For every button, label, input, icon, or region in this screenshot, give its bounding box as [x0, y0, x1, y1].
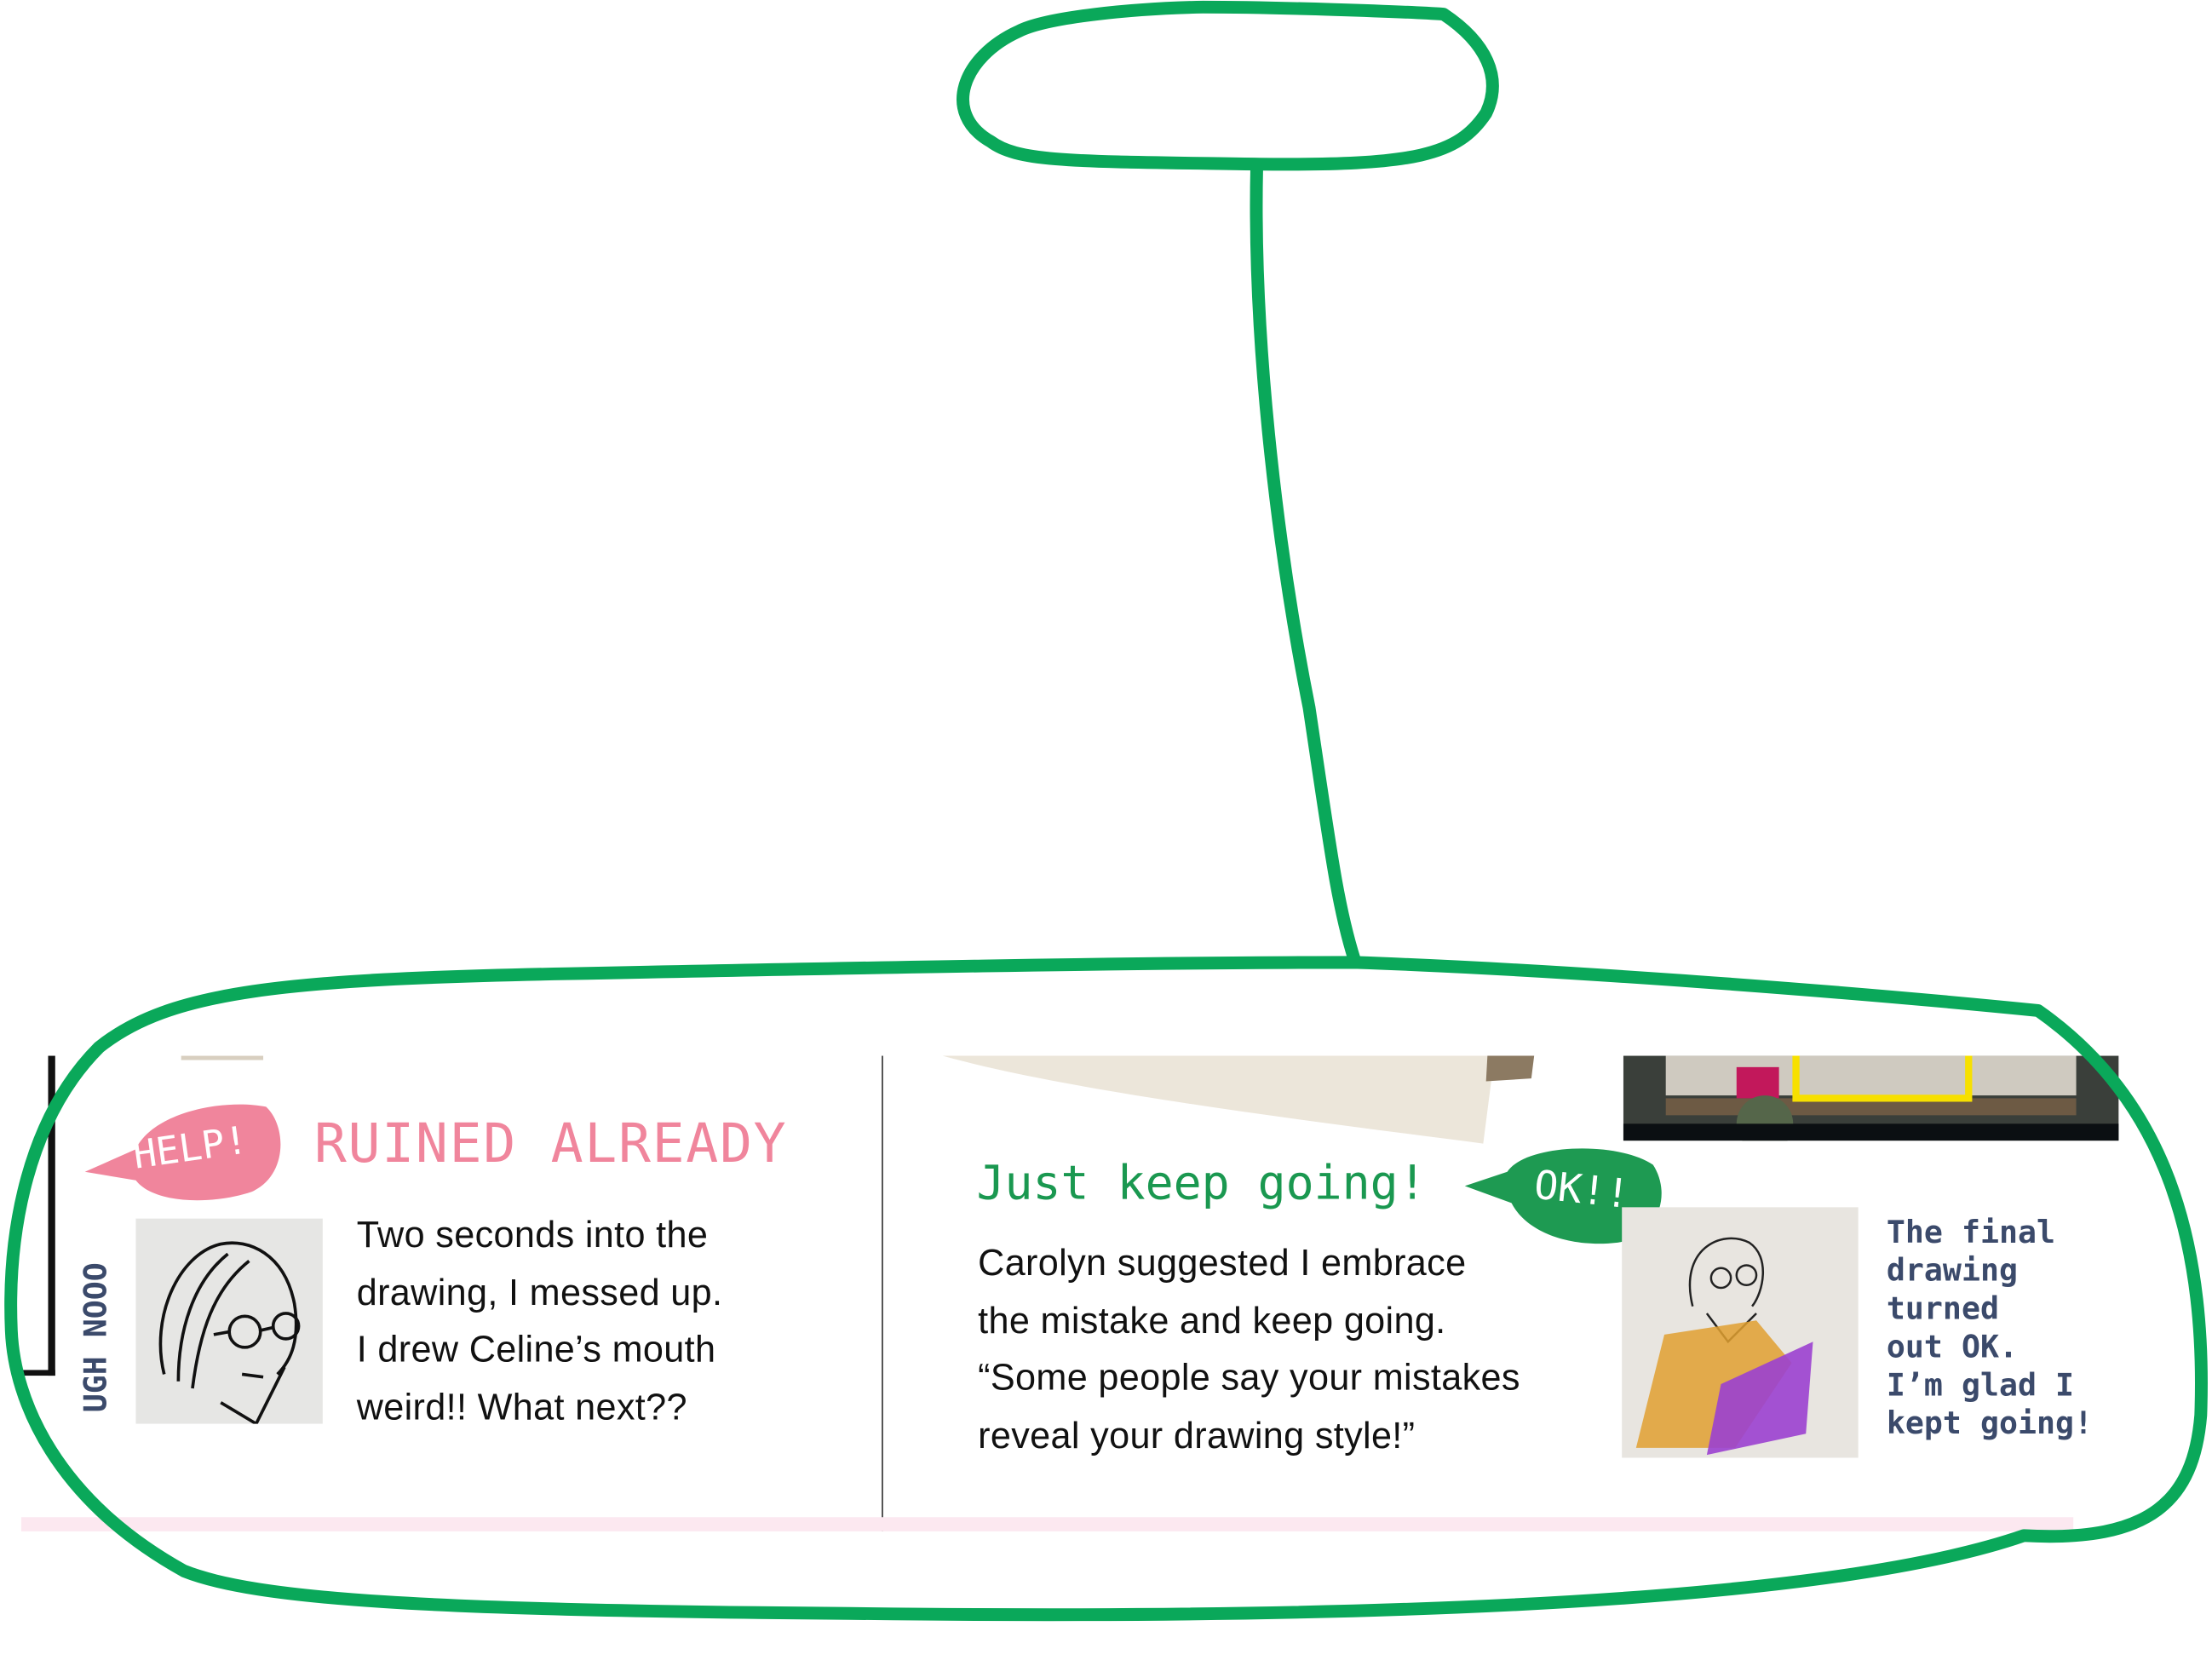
left-body-text: Two seconds into the drawing, I messed u…: [357, 1206, 723, 1435]
bracket-foot: [16, 1370, 55, 1376]
caption-line: out OK.: [1886, 1330, 2018, 1366]
callout-stem: [1250, 160, 1361, 967]
caption-line: drawing: [1886, 1254, 2018, 1290]
callout-bubble: [957, 0, 1499, 171]
body-line: reveal your drawing style!”: [978, 1413, 1416, 1456]
right-caption: The final drawing turned out OK. I’m gla…: [1887, 1215, 2093, 1444]
body-line: “Some people say your mistakes: [978, 1355, 1520, 1399]
right-title: Just keep going!: [976, 1154, 1427, 1210]
ok-bubble-label: OK!!: [1531, 1161, 1632, 1218]
caption-line: I’m glad I: [1886, 1368, 2074, 1405]
body-line: the mistake and keep going.: [978, 1298, 1446, 1342]
caption-line: turned: [1886, 1292, 1999, 1328]
face-sketch-icon: [135, 1218, 323, 1424]
paper-sheet-icon: [942, 1055, 1535, 1144]
pink-strip: [20, 1517, 2074, 1531]
left-title: RUINED ALREADY: [313, 1112, 788, 1175]
body-line: Two seconds into the: [356, 1212, 709, 1255]
caption-line: The final: [1886, 1215, 2056, 1251]
right-body-text: Carolyn suggested I embrace the mistake …: [978, 1234, 1520, 1463]
body-line: Carolyn suggested I embrace: [978, 1241, 1467, 1284]
body-line: drawing, I messed up.: [356, 1270, 723, 1313]
cafe-photo: [1623, 1055, 2119, 1141]
laptop-sketch-icon: [1622, 1207, 1859, 1458]
body-line: I drew Celine’s mouth: [356, 1327, 716, 1370]
caption-line: kept going!: [1886, 1406, 2094, 1443]
body-line: weird!! What next??: [356, 1384, 687, 1428]
panel-divider: [882, 1055, 883, 1531]
paper-edge-left: [181, 1055, 264, 1060]
side-label: UGH NOOO: [79, 1262, 115, 1413]
bracket-line: [48, 1055, 55, 1376]
